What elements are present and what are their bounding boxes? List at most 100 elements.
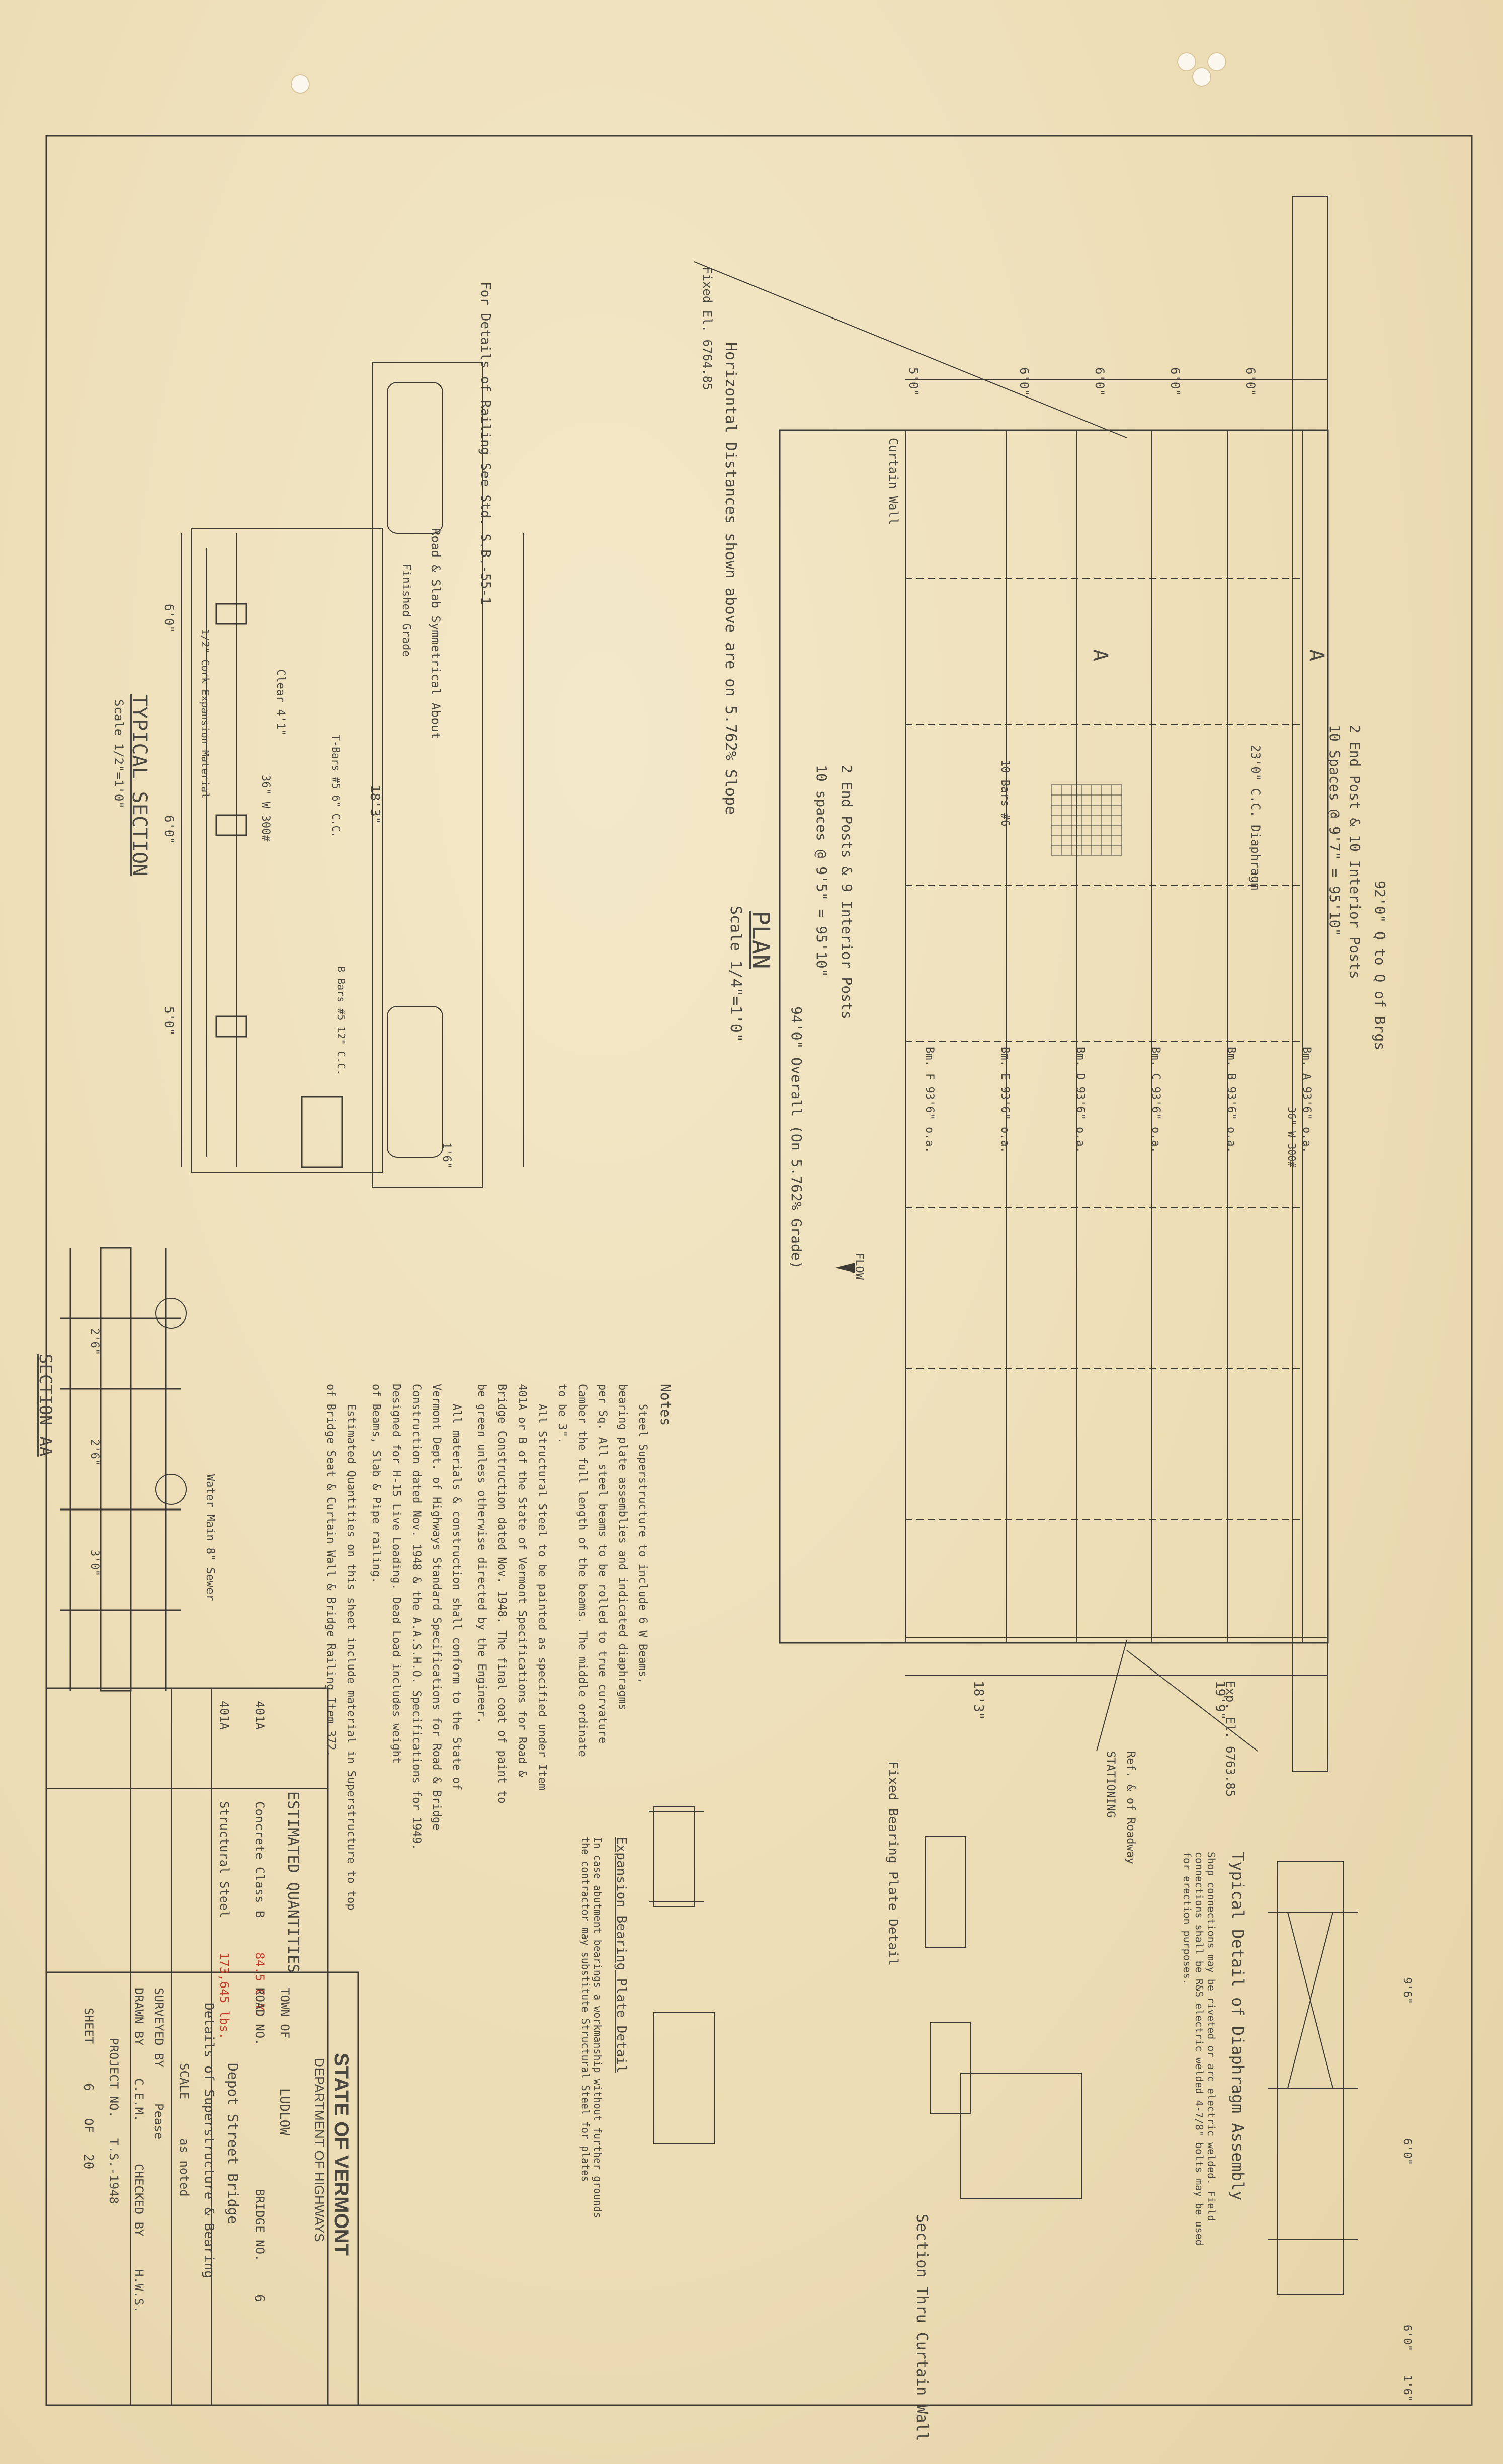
title-bridge-name: Depot Street Bridge xyxy=(225,2063,241,2224)
plan-end-posts: 2 End Post & 10 Interior Posts xyxy=(1347,725,1363,979)
plan-width-18-3: 18'3" xyxy=(971,1681,986,1720)
title-checked: H.W.S. xyxy=(132,2269,146,2313)
plan-flow-label: FLOW xyxy=(853,1253,865,1280)
title-scale: as noted xyxy=(177,2138,191,2197)
note-line: per Sq. All steel beams to be rolled to … xyxy=(596,1384,609,1744)
detail-dim: 1'6" xyxy=(1401,2375,1413,2402)
plan-beam-size: 36" W 300# xyxy=(1286,1107,1298,1168)
section-beam-size: 36" W 300# xyxy=(259,775,272,842)
title-block xyxy=(45,1971,359,2406)
plan-overall: 92'0" Q to Q of Brgs xyxy=(1372,881,1388,1051)
plan-beam-c: Bm. C 93'6" o.a. xyxy=(1149,1047,1162,1153)
section-aa-beams xyxy=(60,1247,181,1692)
plan-dim: 6'0" xyxy=(1243,367,1258,396)
section-dim: 6'0" xyxy=(162,815,176,844)
section-scale: Scale 1/2"=1'0" xyxy=(112,699,126,809)
railing-strip xyxy=(1292,196,1328,1772)
plan-diaphragm-label: 23'0" C.C. Diaphragm xyxy=(1248,745,1263,890)
title-surveyed: Pease xyxy=(152,2103,166,2140)
notes-heading: Notes xyxy=(657,1384,674,1426)
detail-drawings xyxy=(649,1806,1358,2295)
detail-dim: 6'0" xyxy=(1401,2325,1413,2351)
section-aa-dim: 3'0" xyxy=(88,1550,101,1576)
title-drawn: C.E.M. xyxy=(132,2078,146,2122)
punch-hole xyxy=(1207,52,1226,71)
title-project-label: PROJECT NO. xyxy=(107,2038,121,2118)
note-line: of Bridge Seat & Curtain Wall & Bridge R… xyxy=(324,1384,337,1757)
section-title: TYPICAL SECTION xyxy=(128,694,151,877)
section-aa-dim: 2'6" xyxy=(88,1439,101,1466)
plan-section-a-bottom: A xyxy=(1089,649,1112,662)
title-department: DEPARTMENT OF HIGHWAYS xyxy=(312,2058,327,2242)
plan-dim: 5'0" xyxy=(906,367,921,396)
title-sheet-title: Details of Superstructure & Bearing xyxy=(201,2003,216,2278)
section-clear: Clear 4'1" xyxy=(274,669,287,736)
note-line: All Structural Steel to be painted as sp… xyxy=(536,1404,548,1791)
title-surveyed-label: SURVEYED BY xyxy=(152,1988,166,2068)
plan-beam-a: Bm. A 93'6" o.a. xyxy=(1300,1047,1313,1153)
note-line: Vermont Dept. of Highways Standard Speci… xyxy=(430,1384,443,1831)
plan-ref-roadway: Ref. & of Roadway xyxy=(1124,1751,1137,1865)
quantity-desc: Concrete Class B xyxy=(253,1801,267,1918)
section-dim: 6'0" xyxy=(162,604,176,633)
diaphragm-detail-title: Typical Detail of Diaphragm Assembly xyxy=(1228,1852,1247,2201)
plan-fixed-elevation: Fixed El. 6764.85 xyxy=(700,267,714,390)
note-line: Camber the full length of the beams. The… xyxy=(576,1384,589,1757)
plan-section-a-top: A xyxy=(1305,649,1328,662)
section-rail-note: For Details of Railing See Std. S.B.-55-… xyxy=(478,282,493,605)
plan-overall2: 94'0" Overall (On 5.762% Grade) xyxy=(788,1006,805,1269)
expansion-bearing-note: In case abutment bearings a workmanship … xyxy=(579,1837,604,2218)
title-state: STATE OF VERMONT xyxy=(330,2053,352,2256)
typical-section-slab xyxy=(191,528,383,1173)
title-checked-label: CHECKED BY xyxy=(132,2164,146,2237)
section-aa-dim: 2'6" xyxy=(88,1328,101,1355)
section-dim: 5'0" xyxy=(162,1006,176,1036)
quantities-heading: ESTIMATED QUANTITIES xyxy=(284,1791,302,1973)
section-dim: 18'3" xyxy=(367,785,382,825)
title-scale-label: SCALE xyxy=(177,2063,191,2100)
plan-width-19-9: 19'9" xyxy=(1212,1681,1227,1720)
title-project: T.S.-1948 xyxy=(107,2138,121,2204)
punch-hole xyxy=(291,74,310,94)
punch-hole xyxy=(1192,67,1211,87)
curtain-section-title: Section Thru Curtain Wall xyxy=(913,2214,931,2441)
note-line: be green unless otherwise directed by th… xyxy=(475,1384,488,1724)
plan-beam-b: Bm. B 93'6" o.a. xyxy=(1225,1047,1237,1153)
note-line: Bridge Construction dated Nov. 1948. The… xyxy=(495,1384,508,1804)
plan-outline xyxy=(779,429,1329,1644)
note-line: bearing plate assemblies and indicated d… xyxy=(616,1384,629,1711)
section-aa-title: SECTION AA xyxy=(35,1354,55,1457)
quantity-value: 173,645 lbs. xyxy=(217,1952,231,2040)
diaphragm-detail-note: Shop connections may be riveted or arc e… xyxy=(1181,1852,1217,2246)
punch-hole xyxy=(1177,52,1196,71)
section-expansion: 1/2" Cork Expansion Material xyxy=(199,629,211,799)
note-line: All materials & construction shall confo… xyxy=(450,1404,463,1791)
quantity-item: 401A xyxy=(253,1701,267,1730)
plan-diaphragm-lines xyxy=(905,578,1303,1520)
note-line: Steel Superstructure to include 6 W Beam… xyxy=(636,1404,649,1684)
quantity-desc: Structural Steel xyxy=(217,1801,231,1918)
section-aa-note: Water Main 8" Sewer xyxy=(204,1474,216,1601)
border-frame xyxy=(45,135,1473,2406)
note-line: Construction dated Nov. 1948 & the A.A.S… xyxy=(410,1384,423,1851)
title-bridge-no: 6 xyxy=(252,2294,267,2302)
fixed-bearing-title: Fixed Bearing Plate Detail xyxy=(885,1761,900,1966)
plan-post-note: 2 End Posts & 9 Interior Posts xyxy=(839,765,855,1019)
title-bridge-label: BRIDGE NO. xyxy=(253,2189,267,2262)
plan-curtain-label: Curtain Wall xyxy=(886,438,900,525)
section-dim: 1'6" xyxy=(440,1142,453,1169)
expansion-bearing-title: Expansion Bearing Plate Detail xyxy=(614,1837,629,2073)
title-sheet-no: 6 xyxy=(80,2083,96,2091)
quantity-item: 401A xyxy=(217,1701,231,1730)
section-beams xyxy=(215,603,343,1168)
plan-beam-f: Bm. F 93'6" o.a. xyxy=(923,1047,936,1153)
note-line: Estimated Quantities on this sheet inclu… xyxy=(345,1404,357,1911)
detail-dim: 9'6" xyxy=(1401,1977,1413,2004)
plan-dim: 6'0" xyxy=(1093,367,1107,396)
title-town: LUDLOW xyxy=(277,2088,292,2135)
section-finished-grade: Finished Grade xyxy=(400,564,412,657)
note-line: of Beams, Slab & Pipe railing. xyxy=(370,1384,382,1584)
title-of-label: OF xyxy=(81,2118,96,2133)
